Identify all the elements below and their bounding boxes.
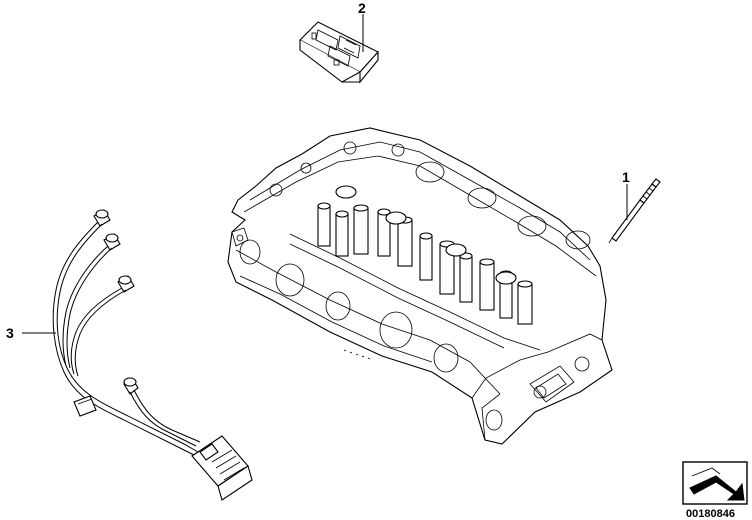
- glow-plug-icon[interactable]: [608, 178, 661, 244]
- cylinder-head-icon: [227, 127, 613, 445]
- arrow-symbol-icon: [682, 461, 748, 505]
- wiring-harness-icon[interactable]: [52, 209, 253, 501]
- callout-2: 2: [358, 0, 366, 16]
- glow-plug-relay-icon[interactable]: [299, 21, 379, 84]
- diagram-code: 00180846: [686, 508, 735, 520]
- callout-3: 3: [6, 325, 14, 341]
- callout-1: 1: [622, 169, 630, 185]
